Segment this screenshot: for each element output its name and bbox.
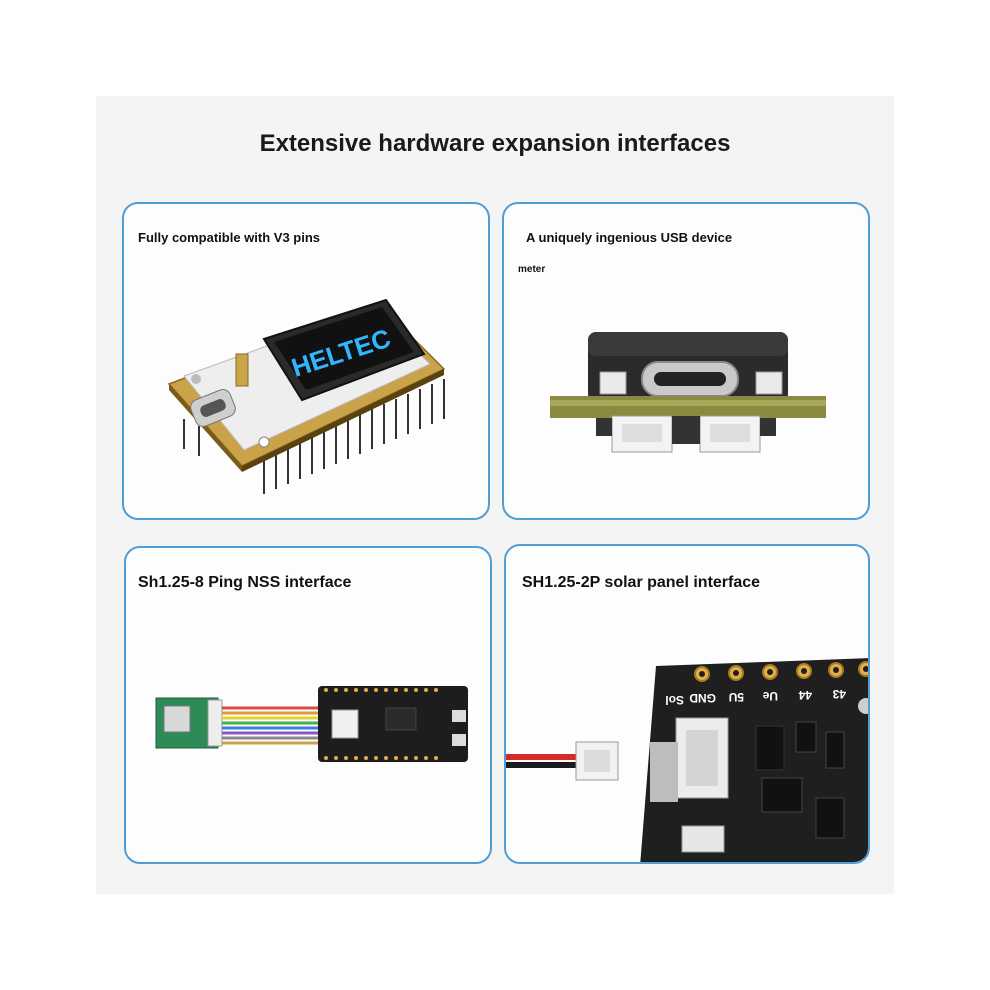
nss-cable-image: [155, 686, 468, 762]
usb-device-meter-image: [550, 332, 826, 453]
card-usb-meter-label-continued: meter: [518, 264, 546, 275]
solar-connector-image: Sol GND 5U Ue 44 43: [506, 658, 868, 862]
card-usb-meter-label: A uniquely ingenious USB device: [526, 230, 733, 245]
silk-5u: 5U: [729, 690, 744, 704]
card-v3-pins-label: Fully compatible with V3 pins: [138, 230, 321, 245]
card-solar-interface: SH1.25-2P solar panel interface Sol GND …: [504, 544, 870, 864]
silk-ue: Ue: [762, 689, 778, 703]
heltec-board-image: HELTEC: [167, 298, 446, 494]
card-v3-pins: Fully compatible with V3 pins HELTEC: [122, 202, 490, 520]
silk-44: 44: [798, 688, 812, 702]
silk-gnd: GND: [689, 691, 716, 705]
card-nss-interface: Sh1.25-8 Ping NSS interface: [124, 546, 492, 864]
page-title: Extensive hardware expansion interfaces: [259, 130, 731, 157]
silk-sol: Sol: [665, 693, 684, 707]
card-nss-interface-label: Sh1.25-8 Ping NSS interface: [138, 574, 352, 591]
card-usb-meter: A uniquely ingenious USB device meter: [502, 202, 870, 520]
silk-43: 43: [832, 687, 846, 701]
card-solar-interface-label: SH1.25-2P solar panel interface: [522, 574, 761, 591]
